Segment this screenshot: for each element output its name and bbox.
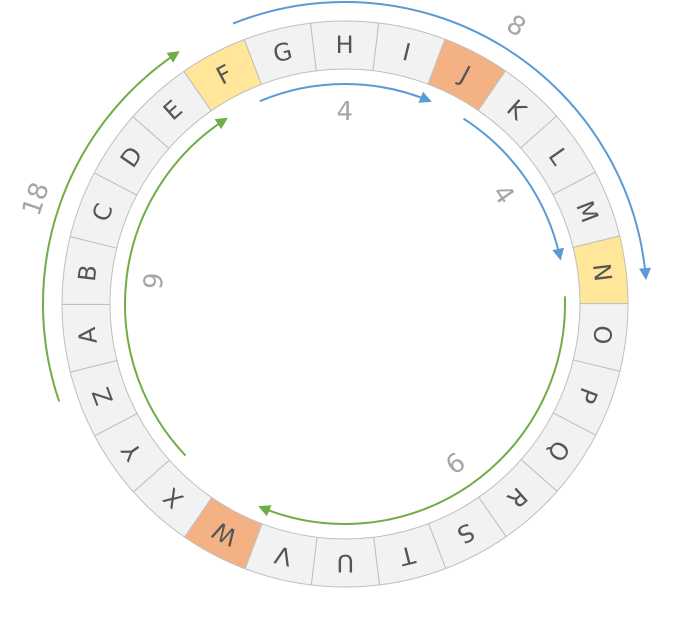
arrow-outer-blue bbox=[232, 1, 651, 281]
ring-letter-v: V bbox=[271, 540, 294, 571]
ring-letter-o: O bbox=[587, 324, 617, 346]
arrow-inner-green-left bbox=[258, 296, 566, 525]
ring-letter-u: U bbox=[337, 549, 355, 577]
label-inner-green-left: 9 bbox=[439, 445, 470, 479]
ring-segment-z bbox=[69, 359, 138, 437]
arrow-outer-green bbox=[42, 51, 180, 402]
ring-letter-a: A bbox=[73, 325, 103, 345]
arrow-inner-blue-right bbox=[259, 83, 432, 103]
arrow-inner-green-top bbox=[124, 117, 228, 457]
arrow-inner-blue-lower bbox=[463, 117, 565, 261]
label-inner-green-top: 9 bbox=[138, 271, 170, 291]
ring-letter-h: H bbox=[336, 31, 354, 59]
ring-letter-n: N bbox=[587, 262, 617, 283]
label-outer-blue: 8 bbox=[501, 9, 531, 43]
ring-letter-t: T bbox=[397, 540, 419, 571]
shift-arrows bbox=[42, 1, 651, 525]
label-inner-blue-right: 4 bbox=[336, 97, 353, 127]
label-inner-blue-lower: 4 bbox=[486, 179, 520, 210]
ring-letter-b: B bbox=[73, 263, 103, 283]
label-outer-green: 18 bbox=[17, 179, 56, 220]
